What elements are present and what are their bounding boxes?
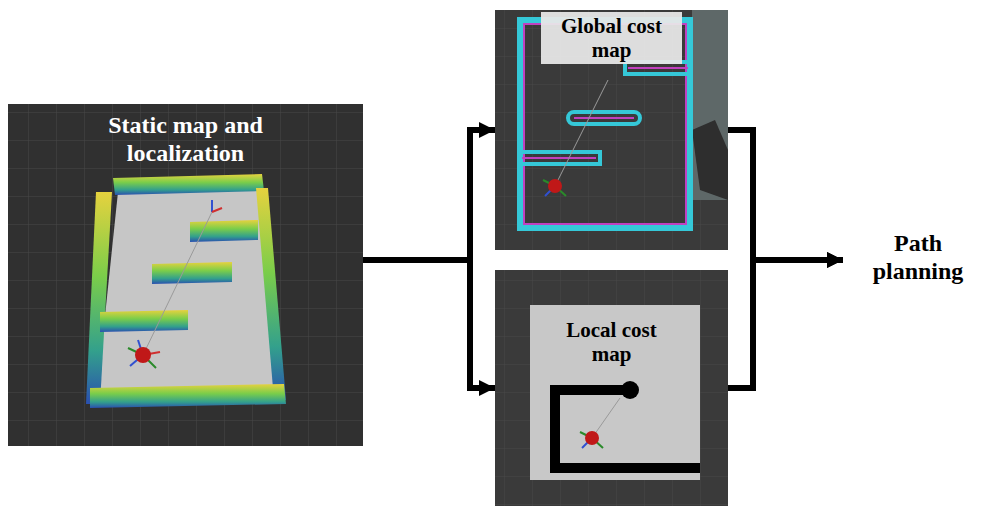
static-map-panel <box>8 104 363 446</box>
node-title: Local cost map <box>541 316 682 368</box>
node-title: Path planning <box>858 228 978 287</box>
node-title: Static map and localization <box>80 110 291 169</box>
flow-arrow <box>728 130 843 260</box>
local-costmap-node: Local cost map <box>495 270 728 506</box>
local-costmap-panel <box>495 270 728 506</box>
node-title: Global cost map <box>541 12 682 64</box>
flow-arrow <box>728 260 843 388</box>
flow-arrow <box>363 130 495 260</box>
static-map-node: Static map and localization <box>8 104 363 446</box>
global-costmap-node: Global cost map <box>495 10 728 250</box>
global-costmap-panel <box>495 10 728 250</box>
path-planning-node: Path planning <box>843 228 993 291</box>
flow-arrow <box>363 260 495 388</box>
